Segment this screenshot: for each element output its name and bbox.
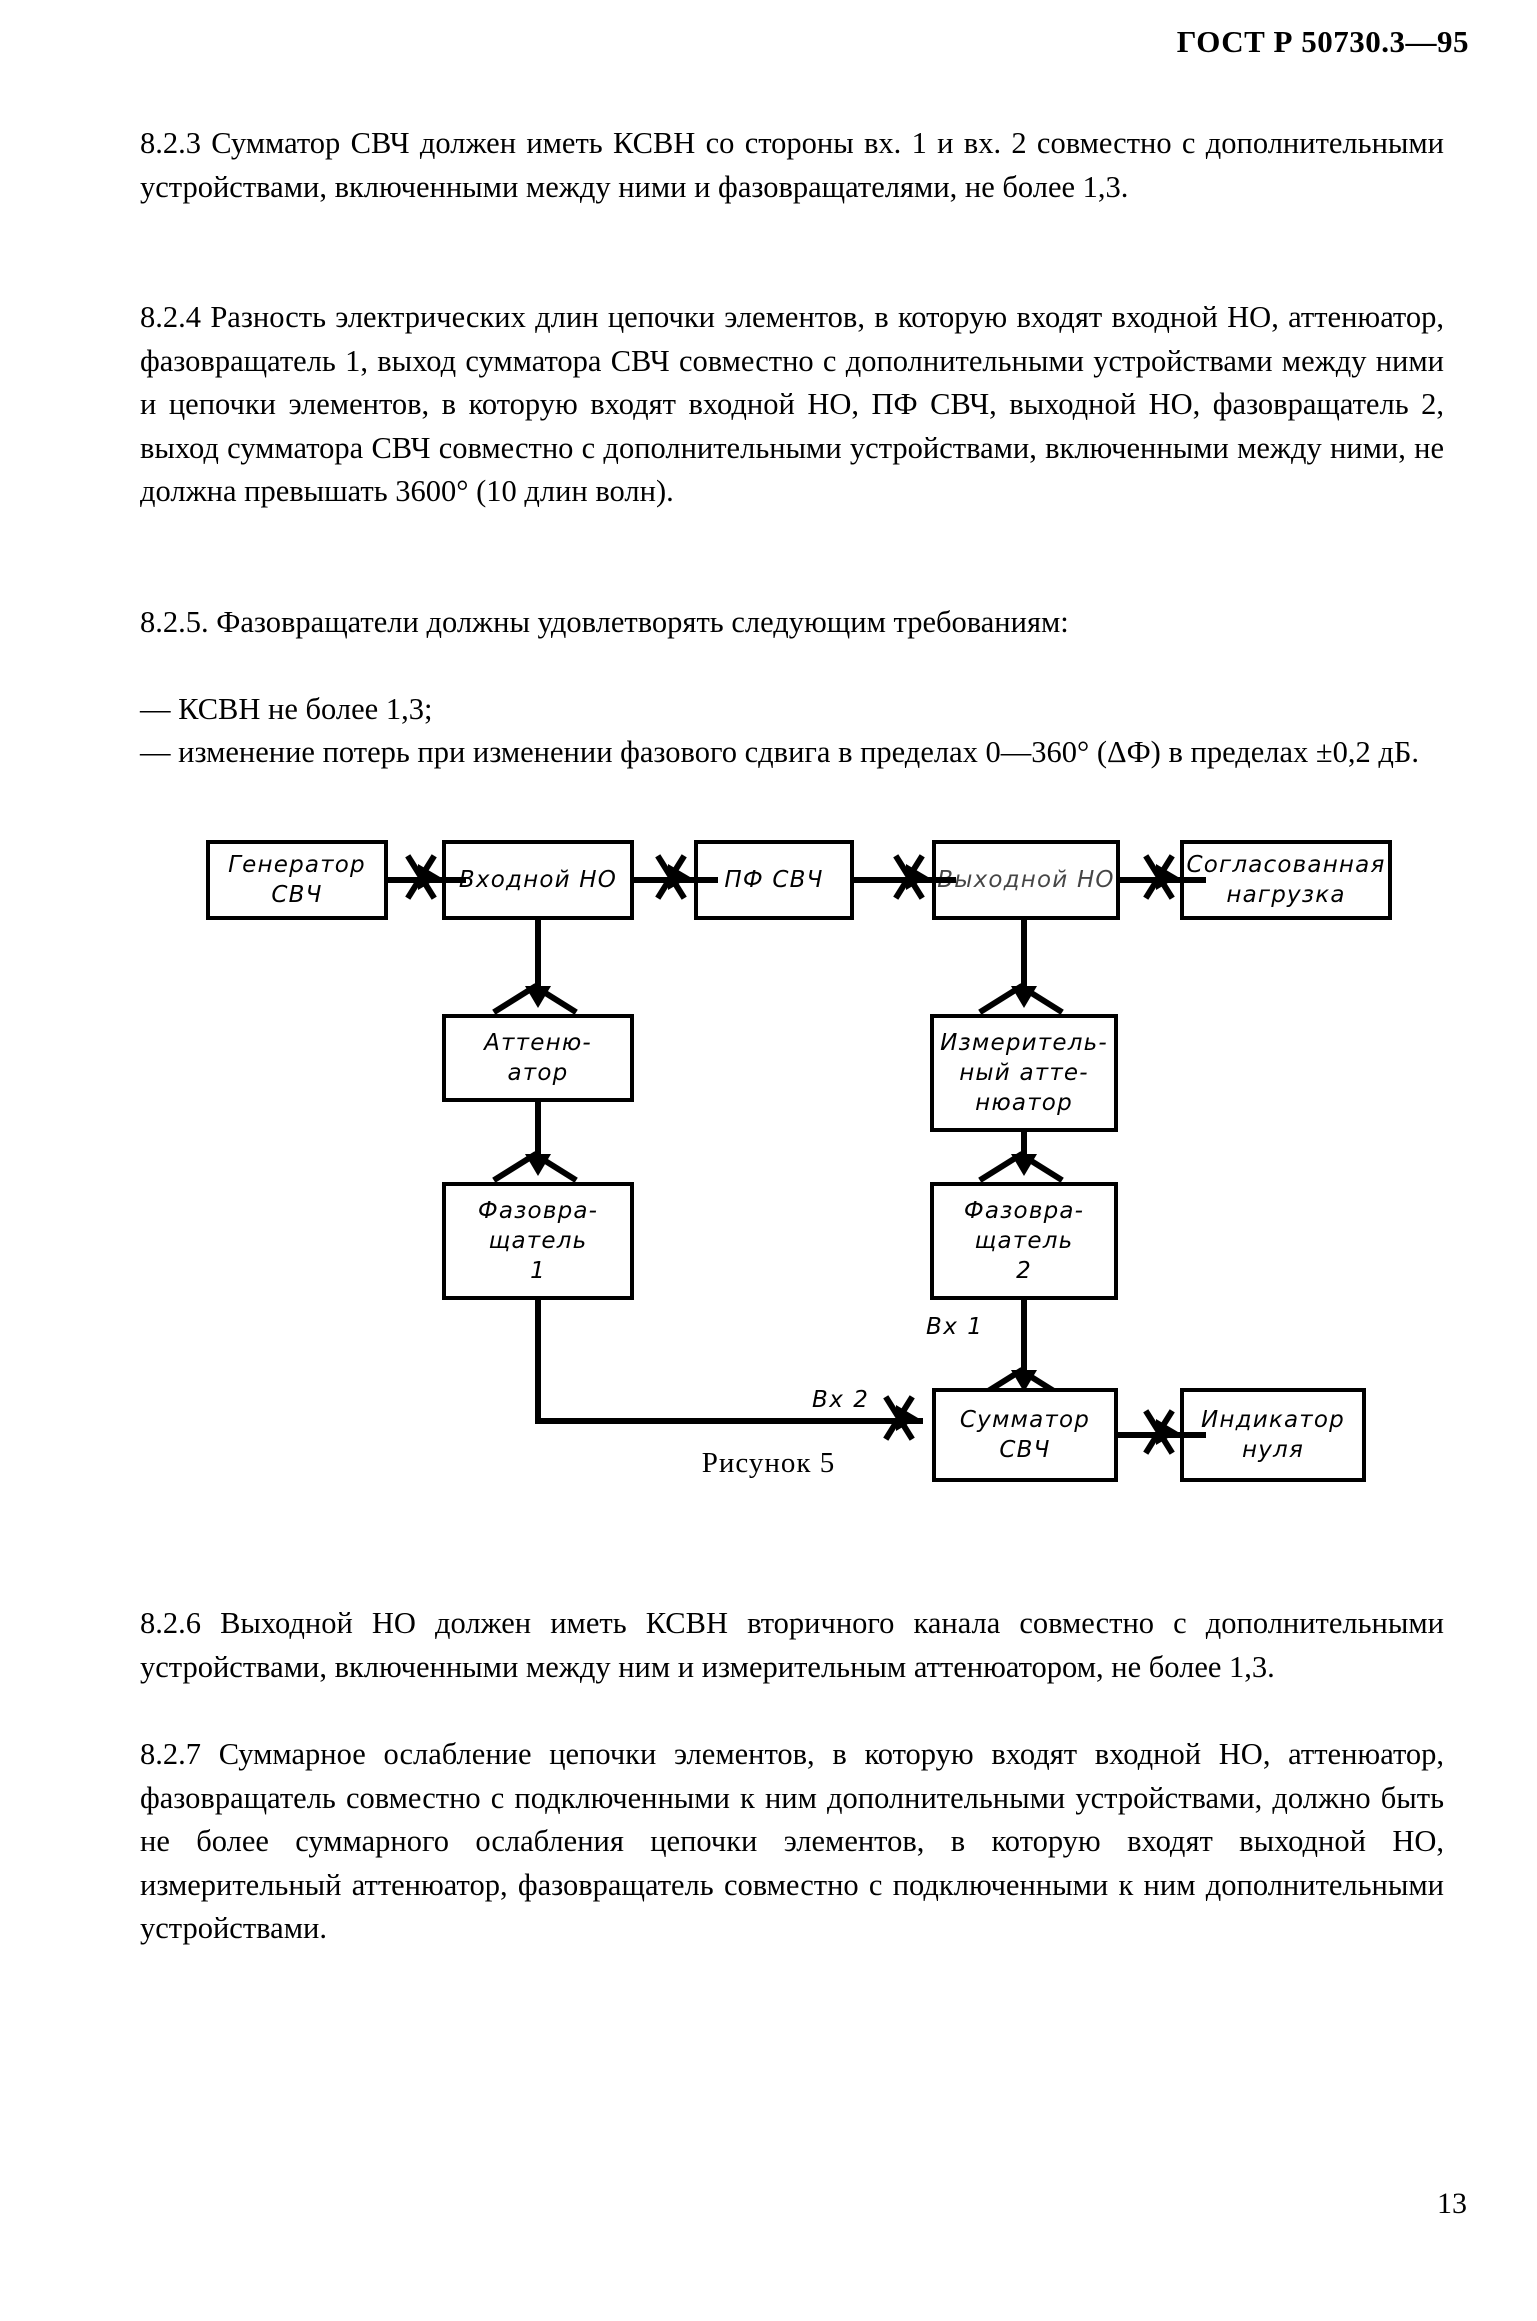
- list-item-2-block: — изменение потерь при изменении фазовог…: [96, 731, 1444, 775]
- list-item-ksvn: — КСВН не более 1,3;: [140, 692, 433, 726]
- edge-phase-shifter-1-down: [535, 1300, 541, 1424]
- list-item-loss-change: — изменение потерь при изменении фазовог…: [140, 735, 1420, 769]
- paragraph-8-2-4-block: 8.2.4 Разность электрических длин цепочк…: [96, 296, 1444, 514]
- diagram-node-attenuator: Аттеню- атор: [442, 1014, 634, 1102]
- node-phase-shifter-2-line3: 2: [1016, 1258, 1032, 1284]
- diagram-node-zero-indicator: Индикатор нуля: [1180, 1388, 1366, 1482]
- node-phase-shifter-2-line1: Фазовра-: [963, 1198, 1085, 1224]
- node-measuring-attenuator-line1: Измеритель-: [940, 1030, 1108, 1056]
- edge-attenuator-to-phase-shifter-1: [535, 1102, 541, 1160]
- diagram-node-input-no: Входной НО: [442, 840, 634, 920]
- paragraph-8-2-3-block: 8.2.3 Сумматор СВЧ должен иметь КСВН со …: [96, 122, 1444, 209]
- diagram-node-generator: Генератор СВЧ: [206, 840, 388, 920]
- node-attenuator-line2: атор: [507, 1060, 569, 1086]
- edge-label-input-1: Вх 1: [926, 1314, 984, 1340]
- edge-phase-shifter-1-to-summator: [535, 1418, 923, 1424]
- paragraph-8-2-3: 8.2.3 Сумматор СВЧ должен иметь КСВН со …: [140, 126, 1444, 204]
- edge-input-no-to-attenuator: [535, 920, 541, 992]
- diagram-node-summator: Сумматор СВЧ: [932, 1388, 1118, 1482]
- paragraph-8-2-6-block: 8.2.6 Выходной НО должен иметь КСВН втор…: [96, 1602, 1444, 1689]
- running-header-standard-ref: ГОСТ Р 50730.3—95: [1176, 24, 1469, 59]
- list-item-1-block: — КСВН не более 1,3;: [96, 688, 1444, 732]
- node-pf-svch-line1: ПФ СВЧ: [724, 867, 824, 893]
- diagram-node-phase-shifter-2: Фазовра- щатель 2: [930, 1182, 1118, 1300]
- edge-label-input-2: Вх 2: [812, 1387, 870, 1413]
- diagram-node-phase-shifter-1: Фазовра- щатель 1: [442, 1182, 634, 1300]
- node-attenuator-line1: Аттеню-: [484, 1030, 592, 1056]
- edge-output-no-to-measuring-attenuator: [1021, 920, 1027, 992]
- node-input-no-line1: Входной НО: [458, 867, 618, 893]
- node-phase-shifter-1-line1: Фазовра-: [477, 1198, 599, 1224]
- node-output-no-line1: Выходной НО: [937, 867, 1115, 893]
- node-matched-load-line1: Согласованная: [1186, 852, 1386, 878]
- diagram-node-measuring-attenuator: Измеритель- ный атте- нюатор: [930, 1014, 1118, 1132]
- diagram-node-matched-load: Согласованная нагрузка: [1180, 840, 1392, 920]
- page-number: 13: [1437, 2187, 1467, 2220]
- node-measuring-attenuator-line2: ный атте-: [959, 1060, 1089, 1086]
- node-zero-indicator-line2: нуля: [1242, 1437, 1304, 1463]
- paragraph-8-2-5: 8.2.5. Фазовращатели должны удовлетворят…: [140, 605, 1069, 639]
- edge-measuring-attenuator-to-phase-shifter-2: [1021, 1132, 1027, 1160]
- diagram-node-output-no: Выходной НО: [932, 840, 1120, 920]
- node-phase-shifter-1-line3: 1: [530, 1258, 546, 1284]
- paragraph-8-2-4: 8.2.4 Разность электрических длин цепочк…: [140, 300, 1444, 508]
- node-summator-line1: Сумматор: [959, 1407, 1091, 1433]
- node-generator-line2: СВЧ: [271, 882, 323, 908]
- node-zero-indicator-line1: Индикатор: [1201, 1407, 1345, 1433]
- node-phase-shifter-2-line2: щатель: [974, 1228, 1074, 1254]
- paragraph-8-2-7: 8.2.7 Суммарное ослабление цепочки элеме…: [140, 1737, 1444, 1945]
- paragraph-8-2-7-block: 8.2.7 Суммарное ослабление цепочки элеме…: [96, 1733, 1444, 1951]
- paragraph-8-2-6: 8.2.6 Выходной НО должен иметь КСВН втор…: [140, 1606, 1444, 1684]
- node-matched-load-line2: нагрузка: [1226, 882, 1346, 908]
- node-summator-line2: СВЧ: [999, 1437, 1051, 1463]
- node-measuring-attenuator-line3: нюатор: [975, 1090, 1073, 1116]
- diagram-node-pf-svch: ПФ СВЧ: [694, 840, 854, 920]
- figure-5-block-diagram: Генератор СВЧ Входной НО ПФ СВЧ Выходной…: [0, 810, 1537, 1510]
- node-phase-shifter-1-line2: щатель: [488, 1228, 588, 1254]
- figure-caption: Рисунок 5: [701, 1447, 836, 1479]
- node-generator-line1: Генератор: [228, 852, 366, 878]
- paragraph-8-2-5-block: 8.2.5. Фазовращатели должны удовлетворят…: [96, 601, 1444, 645]
- edge-phase-shifter-2-to-summator: [1021, 1300, 1027, 1386]
